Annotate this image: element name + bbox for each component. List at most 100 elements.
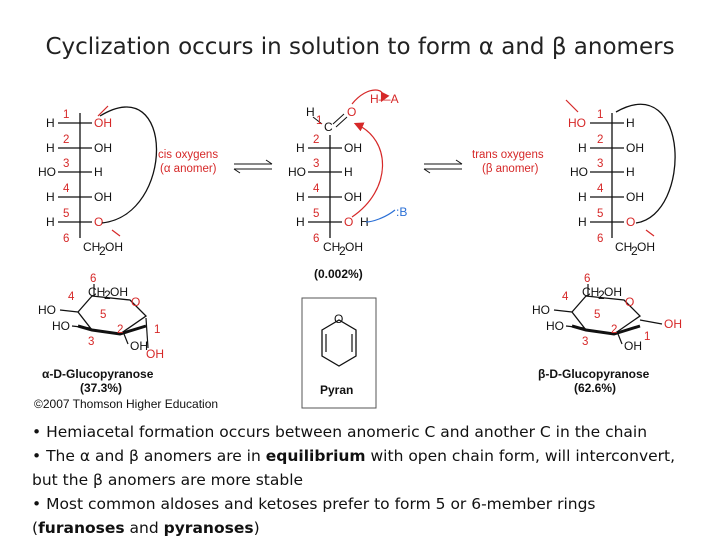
svg-text:4: 4 <box>63 183 70 195</box>
bullet-2: • The α and β anomers are in equilibrium… <box>32 444 712 468</box>
paren-open: ( <box>32 519 39 537</box>
beta-arrow-label-1: trans oxygens <box>472 149 544 161</box>
svg-text:H: H <box>46 141 55 155</box>
svg-text:OH: OH <box>626 141 644 155</box>
alpha-name: α-D-Glucopyranose <box>42 367 154 381</box>
svg-text:H: H <box>344 165 353 179</box>
svg-text:OH: OH <box>94 116 112 130</box>
svg-text:OH: OH <box>146 347 164 361</box>
svg-text:OH: OH <box>105 240 123 254</box>
beta-arrow-label-2: (β anomer) <box>482 163 539 175</box>
svg-text:5: 5 <box>597 208 603 220</box>
svg-text:OH: OH <box>637 240 655 254</box>
svg-text:6: 6 <box>584 273 590 285</box>
svg-text:2: 2 <box>104 288 111 302</box>
base-label: :B <box>396 205 407 219</box>
copyright-notice: ©2007 Thomson Higher Education <box>34 397 218 411</box>
slide-title: Cyclization occurs in solution to form α… <box>45 34 675 60</box>
svg-text:2: 2 <box>598 288 605 302</box>
svg-text:6: 6 <box>63 233 69 245</box>
bullet-3: • Most common aldoses and ketoses prefer… <box>32 495 596 513</box>
pyran-label: Pyran <box>320 383 353 397</box>
svg-text:OH: OH <box>110 285 128 299</box>
svg-text:HO: HO <box>570 165 588 179</box>
svg-text:3: 3 <box>88 336 94 348</box>
svg-text:2: 2 <box>339 244 346 258</box>
svg-text:2: 2 <box>117 324 123 336</box>
svg-text:OH: OH <box>604 285 622 299</box>
svg-text:4: 4 <box>68 291 75 303</box>
beta-name: β-D-Glucopyranose <box>538 367 650 381</box>
svg-text:5: 5 <box>594 309 600 321</box>
svg-text:OH: OH <box>130 339 148 353</box>
svg-text:1: 1 <box>63 109 69 121</box>
svg-text:OH: OH <box>344 141 362 155</box>
alpha-arrow-label-2: (α anomer) <box>160 163 217 175</box>
svg-text:4: 4 <box>313 183 320 195</box>
bullet-3-continued: (furanoses and pyranoses) <box>32 516 712 540</box>
svg-text:O: O <box>625 295 634 309</box>
svg-text:1: 1 <box>316 115 322 127</box>
pyran-oxygen: O <box>334 312 343 326</box>
svg-text:O: O <box>626 215 635 229</box>
svg-text:H: H <box>578 190 587 204</box>
svg-text:2: 2 <box>631 244 638 258</box>
svg-text:H: H <box>46 116 55 130</box>
bullet-list: • Hemiacetal formation occurs between an… <box>32 420 712 540</box>
svg-text:OH: OH <box>344 190 362 204</box>
svg-text:OH: OH <box>664 317 682 331</box>
svg-text:HO: HO <box>288 165 306 179</box>
svg-text:H: H <box>296 190 305 204</box>
equilibrium-arrows-right <box>423 159 463 174</box>
svg-text:6: 6 <box>597 233 603 245</box>
svg-text:6: 6 <box>313 233 319 245</box>
svg-text:CH: CH <box>323 240 340 254</box>
svg-text:OH: OH <box>94 190 112 204</box>
svg-text:2: 2 <box>99 244 106 258</box>
svg-text:O: O <box>131 295 140 309</box>
and-text: and <box>124 519 164 537</box>
svg-text:OH: OH <box>626 190 644 204</box>
bullet-2-text: • The α and β anomers are in <box>32 447 266 465</box>
svg-text:3: 3 <box>63 158 69 170</box>
svg-text:O: O <box>94 215 103 229</box>
svg-text:H: H <box>626 116 635 130</box>
beta-percent: (62.6%) <box>574 381 616 395</box>
bullet-1: • Hemiacetal formation occurs between an… <box>32 423 648 441</box>
svg-text:HO: HO <box>546 319 564 333</box>
svg-text:H: H <box>626 165 635 179</box>
svg-text:3: 3 <box>582 336 588 348</box>
svg-text:C: C <box>324 120 333 134</box>
svg-text:CH: CH <box>88 285 105 299</box>
svg-text:4: 4 <box>597 183 604 195</box>
svg-text:5: 5 <box>313 208 319 220</box>
svg-text:H: H <box>306 105 315 119</box>
svg-text:H: H <box>578 141 587 155</box>
svg-text:O: O <box>344 215 353 229</box>
furanoses-term: furanoses <box>38 519 125 537</box>
svg-text:1: 1 <box>154 324 160 336</box>
svg-text:H: H <box>296 141 305 155</box>
bullet-2-emphasis: equilibrium <box>265 447 366 465</box>
pyranoses-term: pyranoses <box>163 519 254 537</box>
svg-text:3: 3 <box>597 158 603 170</box>
svg-text:CH: CH <box>83 240 100 254</box>
open-chain-percent: (0.002%) <box>314 267 363 281</box>
alpha-arrow-label-1: cis oxygens <box>158 149 218 161</box>
svg-text:H: H <box>360 215 369 229</box>
svg-text:1: 1 <box>597 109 603 121</box>
svg-text:HO: HO <box>568 116 586 130</box>
svg-text:HO: HO <box>38 165 56 179</box>
svg-text:CH: CH <box>615 240 632 254</box>
svg-text:HO: HO <box>532 303 550 317</box>
svg-text:OH: OH <box>94 141 112 155</box>
svg-text:OH: OH <box>624 339 642 353</box>
svg-text:HO: HO <box>52 319 70 333</box>
acid-label: H—A <box>370 92 399 106</box>
